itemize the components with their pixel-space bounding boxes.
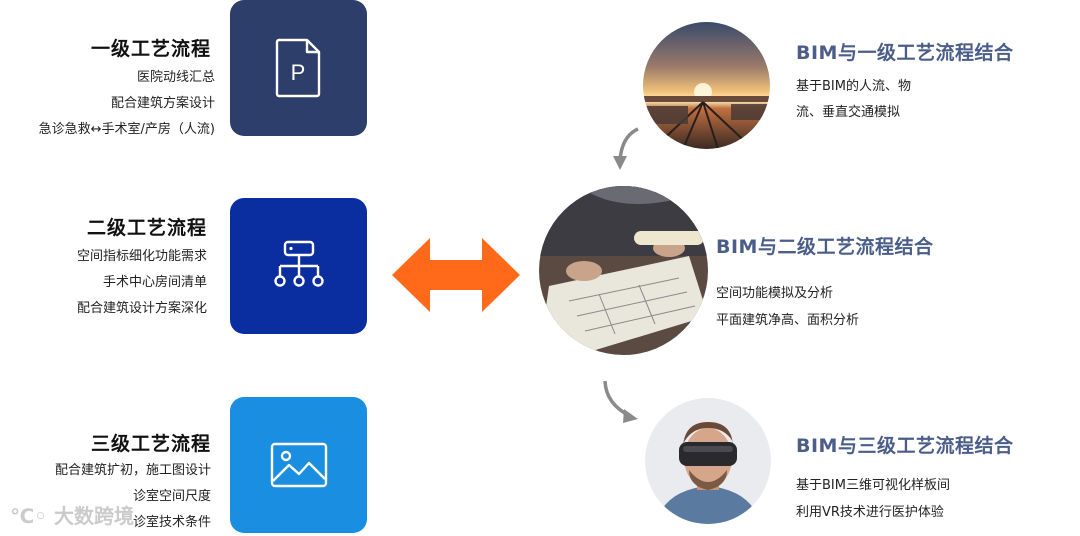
level1-line-1: 医院动线汇总 — [136, 70, 215, 85]
svg-text:P: P — [290, 60, 305, 85]
level1-line-2: 配合建筑方案设计 — [110, 96, 215, 111]
level2-line-3: 配合建筑设计方案深化 — [76, 301, 207, 316]
curved-arrow-down-right-icon — [603, 380, 638, 423]
bim-level1-line-1: 基于BIM的人流、物 — [796, 79, 911, 94]
document-p-icon: P — [275, 38, 320, 98]
vr-headset-photo — [645, 398, 771, 524]
bim-level1-line-2: 流、垂直交通模拟 — [796, 105, 901, 120]
watermark-text: 大数跨境 — [53, 504, 134, 528]
bim-level1-title: BIM与一级工艺流程结合 — [796, 42, 1014, 64]
bim-level2-line-2: 平面建筑净高、面积分析 — [716, 313, 860, 328]
level1-line-3: 急诊急救↔手术室/产房（人流) — [38, 122, 215, 137]
level1-tile: P — [230, 0, 367, 136]
level2-line-2: 手术中心房间清单 — [102, 275, 207, 290]
level1-title: 一级工艺流程 — [90, 38, 211, 60]
double-arrow-icon — [392, 238, 520, 312]
hierarchy-icon — [273, 240, 324, 287]
level2-text-block: 二级工艺流程 空间指标细化功能需求 手术中心房间清单 配合建筑设计方案深化 — [0, 213, 207, 322]
level3-line-3: 诊室技术条件 — [132, 515, 211, 530]
level2-line-1: 空间指标细化功能需求 — [76, 249, 207, 264]
watermark: ℃◦ 大数跨境 — [10, 500, 134, 529]
level3-line-2: 诊室空间尺度 — [132, 489, 211, 504]
level3-tile — [230, 397, 367, 533]
watermark-logo-icon: ℃◦ — [10, 504, 48, 528]
level2-title: 二级工艺流程 — [86, 217, 207, 239]
level3-line-1: 配合建筑扩初，施工图设计 — [54, 463, 211, 478]
level3-title: 三级工艺流程 — [90, 433, 211, 455]
bim-level2-line-1: 空间功能模拟及分析 — [716, 286, 834, 301]
curved-arrow-down-left-icon — [613, 127, 639, 170]
level3-text-block: 三级工艺流程 配合建筑扩初，施工图设计 诊室空间尺度 诊室技术条件 — [0, 429, 211, 536]
railway-sunset-photo — [643, 22, 770, 149]
level2-tile — [230, 198, 367, 334]
image-icon — [270, 442, 327, 488]
blueprint-drawing-photo — [539, 186, 708, 355]
bim-level3-line-2: 利用VR技术进行医护体验 — [796, 505, 944, 520]
bim-level3-title: BIM与三级工艺流程结合 — [796, 435, 1014, 457]
bim-level2-title: BIM与二级工艺流程结合 — [716, 236, 934, 258]
bim-level3-line-1: 基于BIM三维可视化样板间 — [796, 478, 950, 493]
level1-text-block: 一级工艺流程 医院动线汇总 配合建筑方案设计 急诊急救↔手术室/产房（人流) — [0, 34, 215, 143]
